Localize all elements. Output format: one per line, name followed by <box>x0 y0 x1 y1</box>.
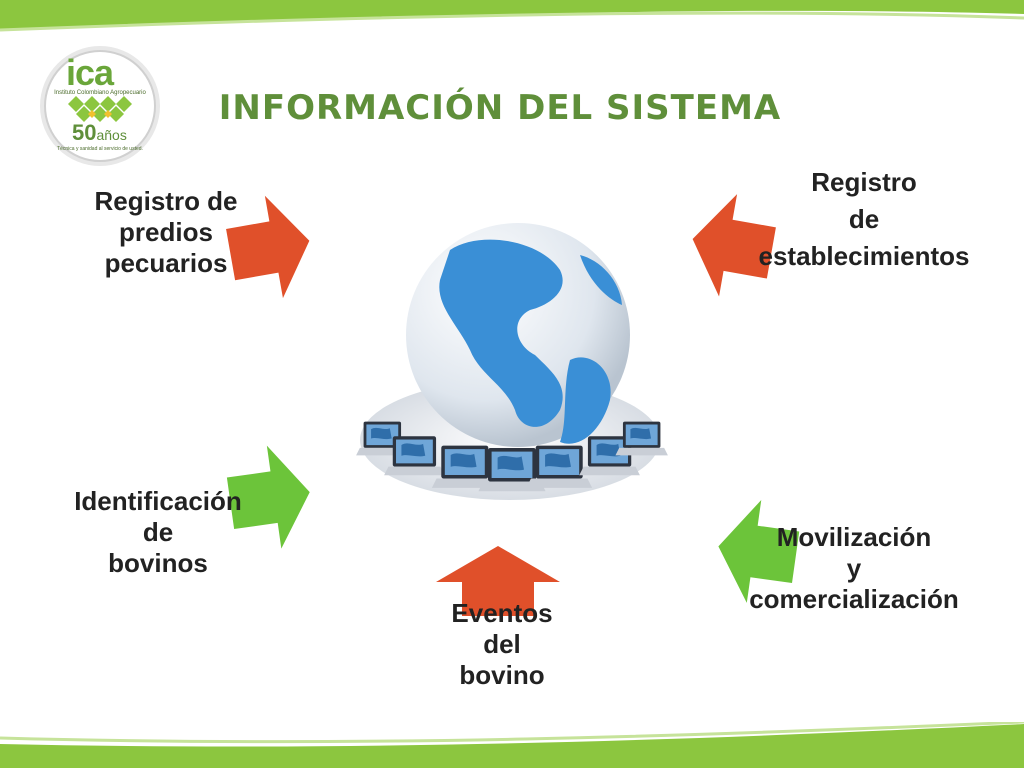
node-registro-establecimientos: Registro de establecimientos <box>730 164 998 275</box>
node-registro-predios: Registro de predios pecuarios <box>68 186 264 279</box>
top-swoosh <box>0 0 1024 32</box>
node-line: Eventos <box>451 598 553 628</box>
laptop-icon <box>615 421 668 456</box>
logo-years-word: años <box>96 127 127 143</box>
logo-years: 50años <box>72 120 127 146</box>
node-line: pecuarios <box>104 248 228 278</box>
node-identificacion-bovinos: Identificación de bovinos <box>44 486 272 579</box>
node-line: bovino <box>459 660 545 690</box>
globe-network-icon <box>356 223 668 500</box>
arrow-icon-predios <box>226 195 310 299</box>
arrow-icon-movilizacion <box>718 499 800 603</box>
laptop-icon <box>579 436 640 476</box>
node-line: y <box>846 553 862 583</box>
laptop-icon <box>384 436 445 476</box>
node-line: de <box>142 517 174 547</box>
logo-name: ica <box>66 52 114 93</box>
node-eventos-bovino: Eventos del bovino <box>422 598 582 691</box>
node-line: del <box>483 629 521 659</box>
bottom-swoosh <box>0 722 1024 768</box>
node-line: predios <box>119 217 213 247</box>
node-line: Registro de <box>94 186 238 216</box>
logo-years-number: 50 <box>72 120 97 145</box>
node-line: de <box>848 204 880 234</box>
node-line: bovinos <box>108 548 208 578</box>
ica-logo: ica Instituto Colombiano Agropecuario 50… <box>38 44 162 168</box>
node-movilizacion-comercializacion: Movilización y comercialización <box>720 522 988 615</box>
node-line: Movilización <box>776 522 932 552</box>
logo-tagline: Técnica y sanidad al servicio de usted. <box>57 146 143 152</box>
laptop-icon <box>431 445 498 488</box>
arrow-icon-establecimientos <box>692 194 776 297</box>
arrow-icon-identificacion <box>226 445 310 549</box>
slide-title: INFORMACIÓN DEL SISTEMA <box>218 88 782 128</box>
node-line: Registro <box>811 167 917 197</box>
laptop-icon <box>526 445 593 488</box>
node-line: establecimientos <box>758 241 970 271</box>
logo-subtitle: Instituto Colombiano Agropecuario <box>54 90 146 96</box>
node-line: comercialización <box>749 584 959 614</box>
node-line: Identificación <box>74 486 242 516</box>
arrow-icon-eventos <box>436 546 560 616</box>
